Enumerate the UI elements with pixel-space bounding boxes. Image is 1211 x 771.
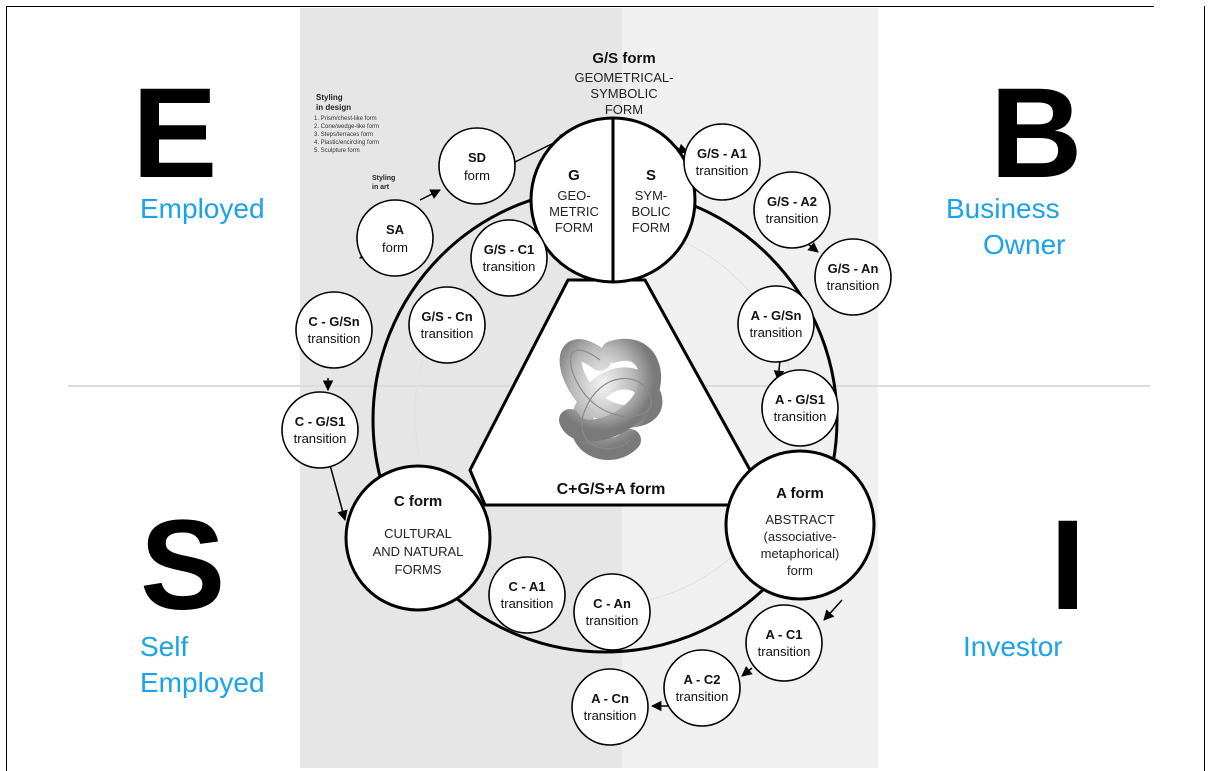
node-gs-a1-sub: transition [696, 163, 749, 178]
gs-form-circle [529, 116, 697, 284]
node-sa-sub: form [382, 240, 408, 255]
c-form-line-2: AND NATURAL [373, 544, 464, 559]
node-a-gsn-sub: transition [750, 325, 803, 340]
s-letter: S [646, 167, 656, 184]
frame-top-border [6, 6, 1154, 7]
styling-design-title-2: in design [316, 103, 351, 112]
node-sd-title: SD [468, 150, 486, 165]
node-gs-a2-sub: transition [766, 211, 819, 226]
node-gs-a2-title: G/S - A2 [767, 194, 817, 209]
c-form-line-1: CULTURAL [384, 526, 452, 541]
node-sa-title: SA [386, 222, 405, 237]
node-c-gsn-title: C - G/Sn [308, 314, 359, 329]
g-line-2: METRIC [549, 204, 599, 219]
styling-item-3: 3. Steps/terraces form [314, 132, 373, 138]
quadrant-letter-b: B [990, 62, 1083, 205]
styling-art-1: Styling [372, 175, 395, 182]
node-a-cn-title: A - Cn [591, 691, 629, 706]
styling-item-5: 5. Sculpture form [314, 148, 360, 154]
node-sd-sub: form [464, 168, 490, 183]
s-line-1: SYM- [635, 188, 668, 203]
node-gs-cn-title: G/S - Cn [421, 309, 472, 324]
a-form-title: A form [776, 485, 824, 502]
node-c-gs1-title: C - G/S1 [295, 414, 346, 429]
styling-item-4: 4. Plastic/encircling form [314, 140, 379, 146]
node-gs-cn-sub: transition [421, 326, 474, 341]
node-gs-c1-sub: transition [483, 259, 536, 274]
a-form-line-3: metaphorical) [761, 546, 840, 561]
gs-subtitle-2: SYMBOLIC [590, 86, 657, 101]
quadrant-label-owner: Owner [983, 229, 1066, 260]
node-a-cn-sub: transition [584, 708, 637, 723]
frame-right-border [1204, 6, 1205, 771]
node-c-a1-title: C - A1 [508, 579, 545, 594]
a-form-line-1: ABSTRACT [765, 512, 834, 527]
s-line-2: BOLIC [631, 204, 670, 219]
styling-design-title-1: Styling [316, 93, 343, 102]
styling-item-1: 1. Prism/chest-like form [314, 116, 377, 122]
quadrant-label-self: Self [140, 631, 189, 662]
node-a-gsn-title: A - G/Sn [751, 308, 802, 323]
g-letter: G [568, 167, 580, 184]
a-form-circle [724, 449, 876, 601]
center-label: C+G/S+A form [557, 481, 666, 498]
node-c-gsn-sub: transition [308, 331, 361, 346]
quadrant-label-employed-2: Employed [140, 667, 265, 698]
gs-subtitle-3: FORM [605, 102, 643, 117]
frame-left-border [6, 6, 7, 771]
s-line-3: FORM [632, 220, 670, 235]
node-gs-an-title: G/S - An [828, 261, 879, 276]
quadrant-label-business: Business [946, 193, 1060, 224]
quadrant-label-employed: Employed [140, 193, 265, 224]
g-line-3: FORM [555, 220, 593, 235]
quadrant-letter-s: S [140, 494, 226, 637]
a-form-line-4: form [787, 563, 813, 578]
gs-form-title: G/S form [592, 50, 655, 67]
node-gs-c1-title: G/S - C1 [484, 242, 535, 257]
c-form-title: C form [394, 493, 442, 510]
node-gs-a1-title: G/S - A1 [697, 146, 747, 161]
node-a-c2-sub: transition [676, 689, 729, 704]
quadrant-letter-i: I [1050, 494, 1086, 637]
quadrant-letter-e: E [132, 62, 218, 205]
g-line-1: GEO- [557, 188, 590, 203]
node-c-gs1-sub: transition [294, 431, 347, 446]
quadrant-label-investor: Investor [963, 631, 1063, 662]
node-a-gs1-title: A - G/S1 [775, 392, 825, 407]
node-c-an-title: C - An [593, 596, 631, 611]
a-form-line-2: (associative- [764, 529, 837, 544]
node-a-gs1-sub: transition [774, 409, 827, 424]
node-a-c2-title: A - C2 [683, 672, 720, 687]
c-form-circle [344, 464, 492, 612]
node-a-c1-sub: transition [758, 644, 811, 659]
node-a-c1-title: A - C1 [765, 627, 802, 642]
styling-art-2: in art [372, 184, 390, 191]
styling-item-2: 2. Cone/wedge-like form [314, 124, 379, 130]
gs-subtitle-1: GEOMETRICAL- [575, 70, 674, 85]
c-form-line-3: FORMS [395, 562, 442, 577]
node-gs-an-sub: transition [827, 278, 880, 293]
node-c-a1-sub: transition [501, 596, 554, 611]
node-c-an-sub: transition [586, 613, 639, 628]
